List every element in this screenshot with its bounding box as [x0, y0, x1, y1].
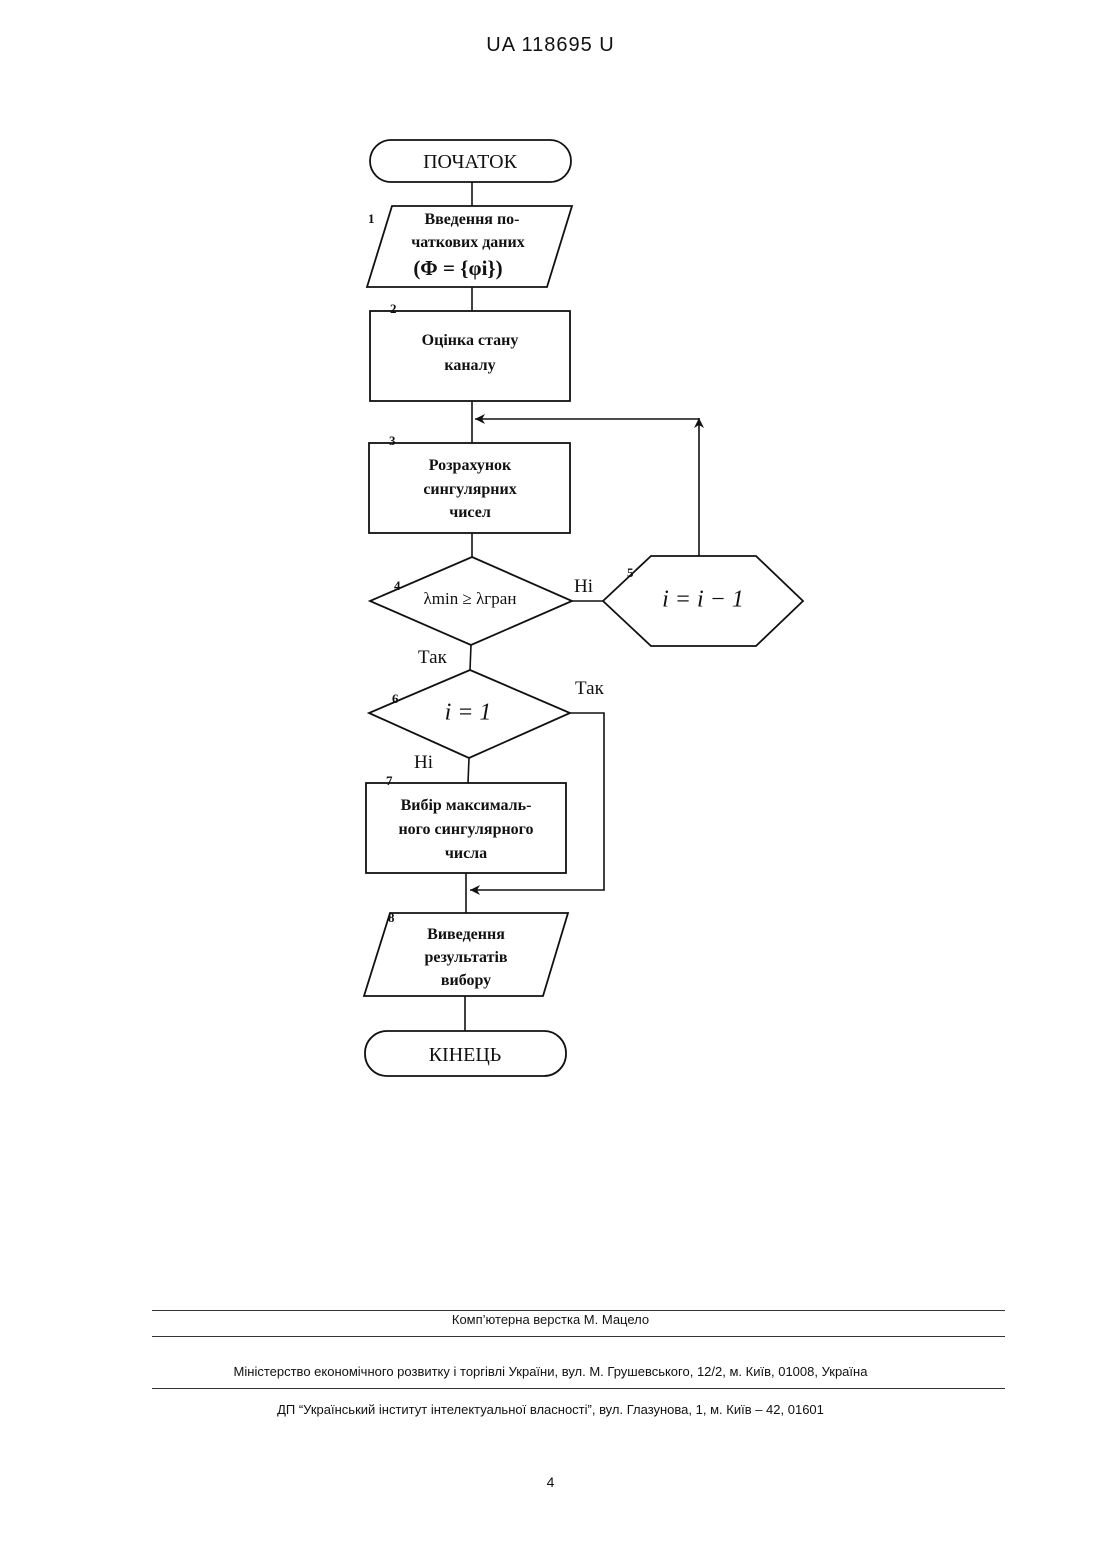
block-8-line-3: вибору	[441, 972, 491, 989]
block-3-line-3: чисел	[449, 504, 491, 521]
block-6-no-label: Ні	[414, 752, 433, 773]
block-4-yes-label: Так	[418, 647, 448, 668]
block-6-number: 6	[392, 691, 399, 706]
block-2-number: 2	[390, 301, 397, 316]
block-8-line-2: результатів	[424, 949, 507, 966]
page-number: 4	[0, 1474, 1101, 1490]
end-label: КІНЕЦЬ	[429, 1044, 502, 1066]
block-3-number: 3	[389, 433, 396, 448]
layout-credit: Комп’ютерна верстка М. Мацело	[0, 1312, 1101, 1327]
block-6-decision: 6 i = 1 Так Ні	[369, 670, 605, 773]
block-7-line-3: числа	[445, 845, 487, 862]
block-4-no-label: Ні	[574, 576, 593, 597]
block-1-line-2: чаткових даних	[411, 234, 524, 251]
block-5-preparation: 5 i = i − 1	[603, 556, 803, 646]
block-3-line-2: сингулярних	[423, 481, 516, 498]
start-terminal: ПОЧАТОК	[370, 140, 571, 182]
block-8-output: 8 Виведення результатів вибору	[364, 910, 568, 996]
block-4-decision: 4 λmin ≥ λгран Ні Так	[370, 557, 593, 668]
footer-rule-2	[152, 1336, 1005, 1337]
block-1-formula: (Φ = {φi})	[413, 256, 502, 280]
block-6-condition: i = 1	[445, 700, 492, 726]
block-3-process: 3 Розрахунок сингулярних чисел	[369, 433, 570, 533]
block-8-number: 8	[388, 910, 395, 925]
institute-address: ДП “Український інститут інтелектуальної…	[0, 1402, 1101, 1417]
block-6-yes-label: Так	[575, 678, 605, 699]
block-8-line-1: Виведення	[427, 926, 505, 943]
block-7-line-1: Вибір максималь-	[401, 797, 532, 814]
end-terminal: КІНЕЦЬ	[365, 1031, 566, 1076]
block-7-line-2: ного сингулярного	[398, 821, 533, 838]
block-4-condition: λmin ≥ λгран	[424, 589, 517, 608]
block-2-line-2: каналу	[444, 357, 495, 374]
block-1-line-1: Введення по-	[424, 211, 519, 228]
footer-rule-3	[152, 1388, 1005, 1389]
block-1-number: 1	[368, 211, 375, 226]
block-2-process: 2 Оцінка стану каналу	[370, 301, 570, 401]
block-5-number: 5	[627, 565, 634, 580]
ministry-address: Міністерство економічного розвитку і тор…	[0, 1364, 1101, 1379]
block-4-number: 4	[394, 578, 401, 593]
block-5-formula: i = i − 1	[662, 587, 744, 613]
block-7-number: 7	[386, 773, 393, 788]
block-3-line-1: Розрахунок	[429, 457, 512, 474]
block-7-process: 7 Вибір максималь- ного сингулярного чис…	[366, 773, 566, 873]
block-2-line-1: Оцінка стану	[422, 332, 519, 349]
block-1-input: 1 Введення по- чаткових даних (Φ = {φi})	[367, 206, 572, 287]
footer-rule-1	[152, 1310, 1005, 1311]
start-label: ПОЧАТОК	[423, 151, 517, 173]
